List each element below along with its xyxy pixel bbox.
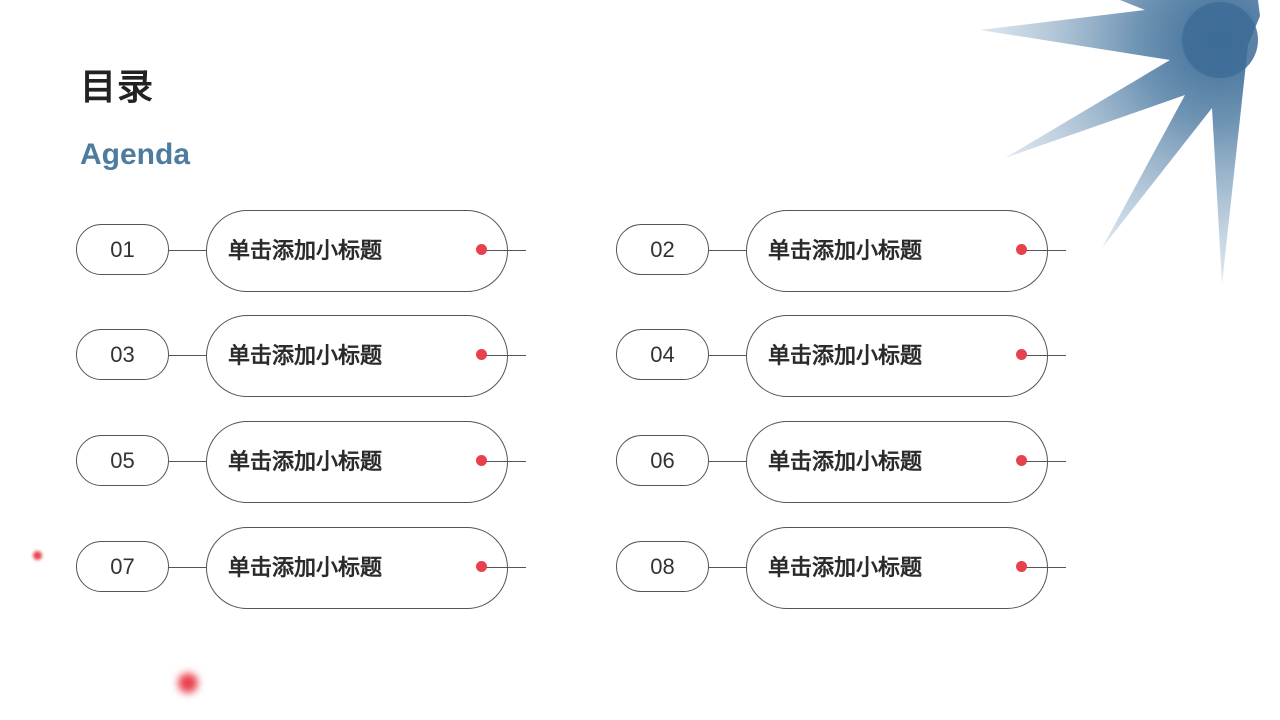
- agenda-item-02[interactable]: 02 单击添加小标题: [616, 210, 1071, 292]
- red-glow-dot: [178, 673, 198, 693]
- agenda-item-07[interactable]: 07 单击添加小标题: [76, 527, 531, 609]
- agenda-number-badge: 02: [616, 224, 709, 275]
- page-subtitle[interactable]: Agenda: [80, 138, 191, 171]
- agenda-label-text[interactable]: 单击添加小标题: [768, 344, 923, 369]
- agenda-item-04[interactable]: 04 单击添加小标题: [616, 315, 1071, 397]
- tail-line: [1019, 567, 1066, 568]
- connector-line: [709, 461, 746, 462]
- agenda-number-badge: 03: [76, 329, 169, 380]
- red-dot-marker: [476, 455, 487, 466]
- agenda-number-badge: 01: [76, 224, 169, 275]
- tail-line: [479, 461, 526, 462]
- agenda-label-text[interactable]: 单击添加小标题: [228, 556, 383, 581]
- tail-line: [479, 250, 526, 251]
- agenda-label-text[interactable]: 单击添加小标题: [768, 239, 923, 264]
- agenda-label-pill[interactable]: 单击添加小标题: [746, 315, 1048, 397]
- agenda-label-pill[interactable]: 单击添加小标题: [206, 210, 508, 292]
- agenda-number-badge: 06: [616, 435, 709, 486]
- red-dot-marker: [476, 349, 487, 360]
- connector-line: [709, 250, 746, 251]
- connector-line: [169, 250, 206, 251]
- agenda-number-badge: 05: [76, 435, 169, 486]
- red-glow-dot: [33, 551, 42, 560]
- tail-line: [479, 567, 526, 568]
- red-dot-marker: [476, 561, 487, 572]
- agenda-label-text[interactable]: 单击添加小标题: [228, 450, 383, 475]
- tail-line: [479, 355, 526, 356]
- connector-line: [169, 355, 206, 356]
- agenda-item-06[interactable]: 06 单击添加小标题: [616, 421, 1071, 503]
- red-dot-marker: [1016, 349, 1027, 360]
- agenda-label-text[interactable]: 单击添加小标题: [768, 556, 923, 581]
- connector-line: [169, 567, 206, 568]
- red-dot-marker: [1016, 244, 1027, 255]
- agenda-number-badge: 08: [616, 541, 709, 592]
- red-dot-marker: [1016, 455, 1027, 466]
- connector-line: [709, 567, 746, 568]
- agenda-item-08[interactable]: 08 单击添加小标题: [616, 527, 1071, 609]
- red-dot-marker: [1016, 561, 1027, 572]
- agenda-label-pill[interactable]: 单击添加小标题: [746, 527, 1048, 609]
- agenda-item-03[interactable]: 03 单击添加小标题: [76, 315, 531, 397]
- connector-line: [169, 461, 206, 462]
- agenda-item-01[interactable]: 01 单击添加小标题: [76, 210, 531, 292]
- agenda-item-05[interactable]: 05 单击添加小标题: [76, 421, 531, 503]
- agenda-number-badge: 07: [76, 541, 169, 592]
- agenda-label-pill[interactable]: 单击添加小标题: [746, 210, 1048, 292]
- agenda-number-badge: 04: [616, 329, 709, 380]
- connector-line: [709, 355, 746, 356]
- red-dot-marker: [476, 244, 487, 255]
- agenda-label-text[interactable]: 单击添加小标题: [768, 450, 923, 475]
- agenda-label-text[interactable]: 单击添加小标题: [228, 239, 383, 264]
- tail-line: [1019, 355, 1066, 356]
- agenda-label-pill[interactable]: 单击添加小标题: [206, 421, 508, 503]
- agenda-label-pill[interactable]: 单击添加小标题: [206, 527, 508, 609]
- tail-line: [1019, 250, 1066, 251]
- agenda-label-pill[interactable]: 单击添加小标题: [746, 421, 1048, 503]
- page-title[interactable]: 目录: [80, 67, 155, 108]
- tail-line: [1019, 461, 1066, 462]
- agenda-label-text[interactable]: 单击添加小标题: [228, 344, 383, 369]
- starburst-decoration: [980, 0, 1260, 284]
- agenda-label-pill[interactable]: 单击添加小标题: [206, 315, 508, 397]
